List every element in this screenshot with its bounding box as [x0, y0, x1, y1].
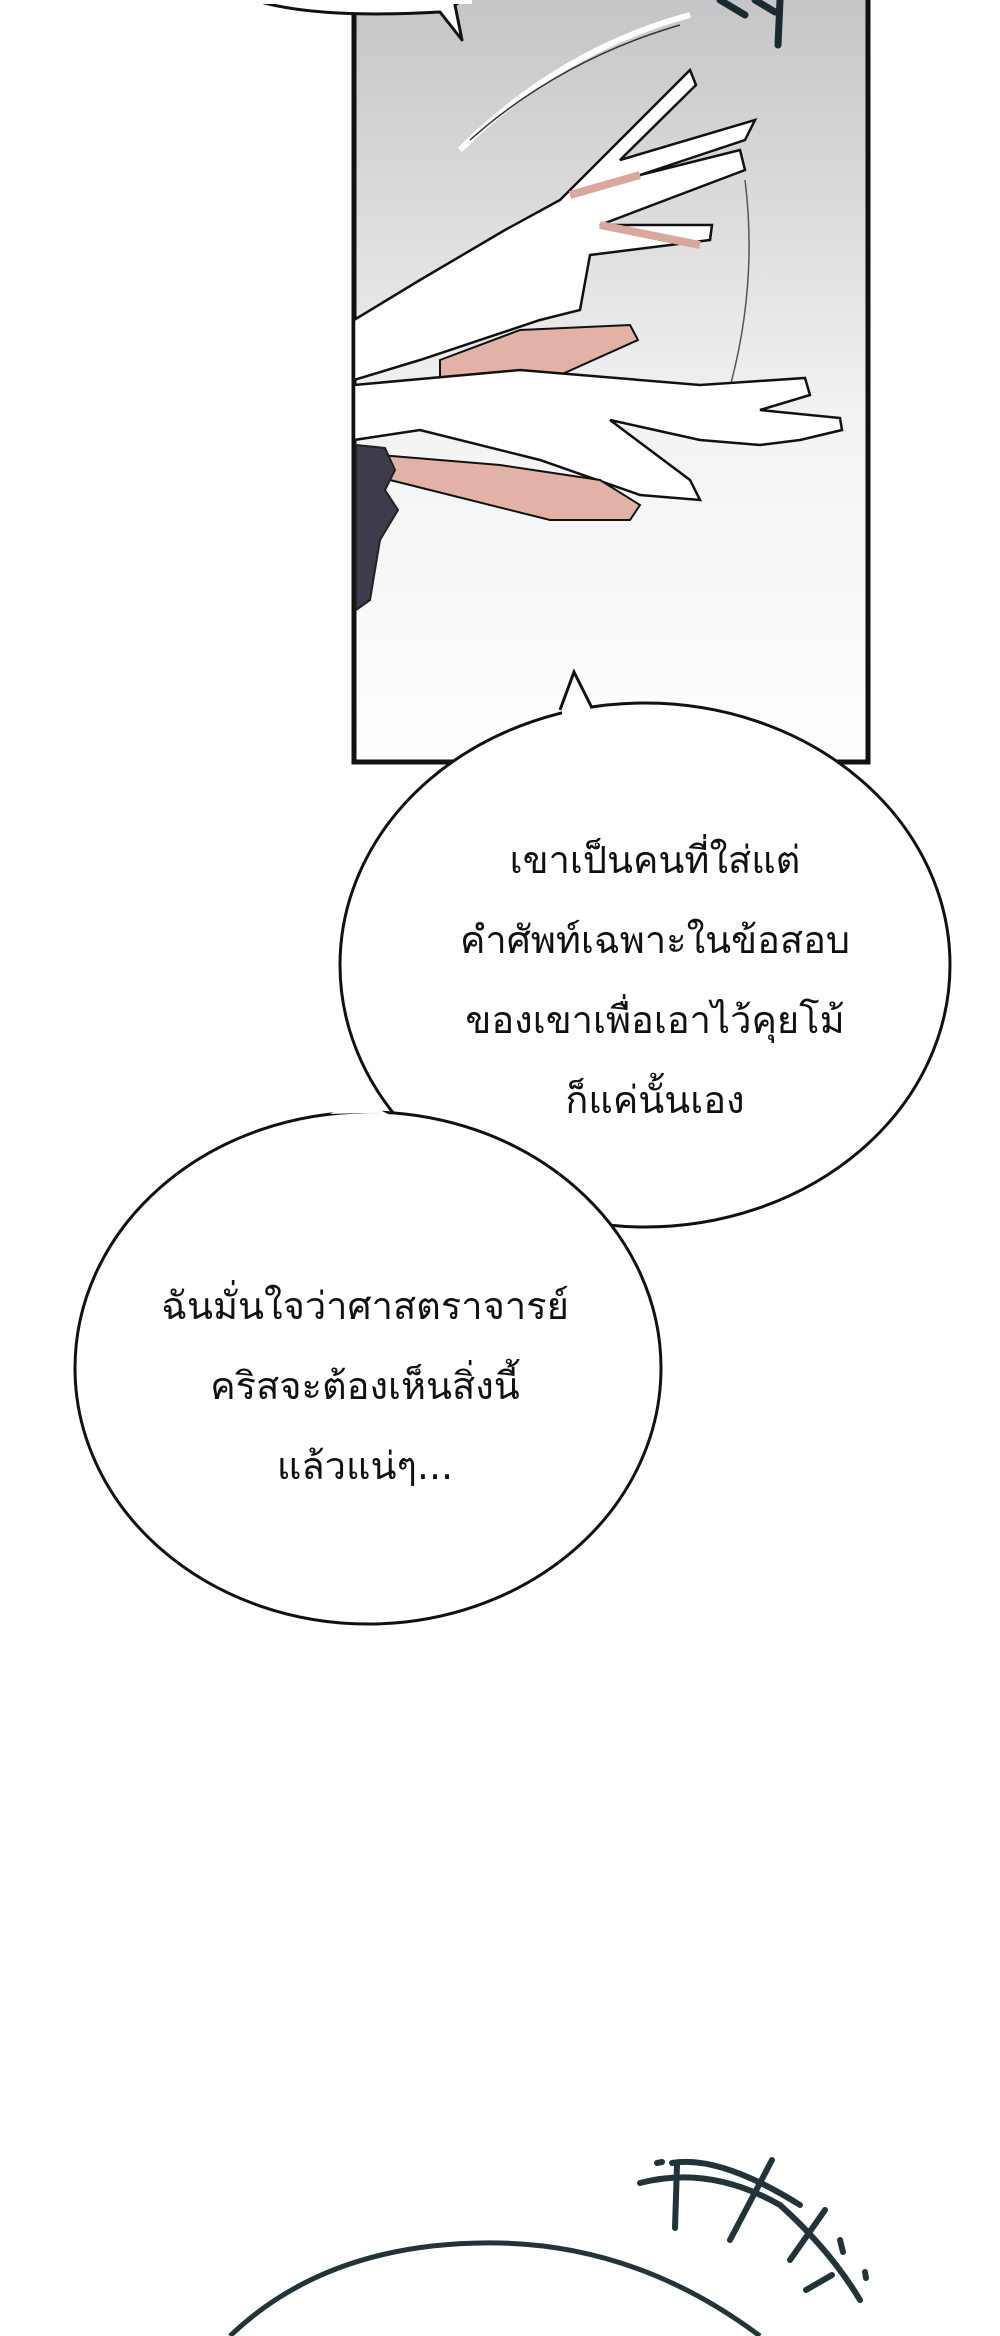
dialogue-line: เขาเป็นคนที่ใส่แต่ — [509, 838, 801, 882]
hand-upper — [352, 67, 758, 382]
dialogue-line: ก็แค่นั้นเอง — [565, 1078, 745, 1122]
hand-lower — [352, 368, 844, 502]
speech-bubble-2-text: ฉันมั่นใจว่าศาสตราจารย์ คริสจะต้องเห็นสิ… — [110, 1266, 620, 1506]
dialogue-line: ของเขาเพื่อเอาไว้คุยโม้ — [465, 998, 845, 1042]
speech-bubble-2 — [73, 1100, 663, 1626]
hand-panel — [351, 0, 871, 765]
dialogue-line: แล้วแน่ๆ... — [276, 1444, 454, 1488]
motion-line — [469, 24, 681, 141]
sfx-bottom — [637, 2157, 869, 2303]
hand-pink-lower — [378, 453, 642, 521]
speech-bubble-1 — [338, 668, 952, 1229]
speech-bubble-bottom — [228, 2240, 762, 2336]
dialogue-line: คำศัพท์เฉพาะในข้อสอบ — [459, 918, 851, 962]
dialogue-line: ฉันมั่นใจว่าศาสตราจารย์ — [161, 1284, 569, 1328]
dialogue-line: คริสจะต้องเห็นสิ่งนี้ — [210, 1364, 520, 1408]
speech-bubble-1-text: เขาเป็นคนที่ใส่แต่ คำศัพท์เฉพาะในข้อสอบ … — [400, 820, 910, 1140]
sfx-top — [716, 0, 784, 49]
sleeve — [355, 443, 400, 612]
